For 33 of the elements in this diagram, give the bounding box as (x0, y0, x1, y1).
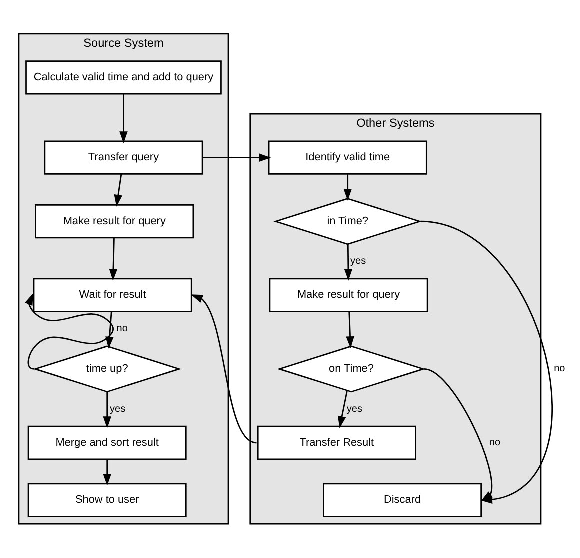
edge-label: yes (110, 404, 126, 415)
node-box: Identify valid time (268, 140, 428, 175)
arrow (191, 294, 257, 444)
node-box: Make result for query (269, 278, 428, 312)
edge-label: no (489, 438, 501, 449)
arrow (109, 238, 118, 281)
arrow (120, 94, 128, 144)
arrow (103, 392, 112, 428)
arrow (424, 368, 494, 502)
edge-label: yes (350, 256, 366, 268)
arrow (103, 460, 112, 486)
node-diamond: on Time? (277, 346, 426, 393)
node-box: Merge and sort result (28, 426, 187, 460)
arrow (338, 390, 348, 428)
arrow (344, 244, 353, 281)
edge-label: no (116, 324, 128, 335)
arrow (114, 174, 122, 207)
node-box: Make result for query (35, 204, 194, 239)
edge-label: yes (346, 404, 362, 415)
arrow (202, 154, 272, 162)
arrow (344, 174, 352, 201)
arrow (346, 312, 354, 348)
node-diamond: time up? (33, 346, 182, 393)
node-box: Wait for result (33, 278, 192, 312)
arrow (106, 312, 114, 349)
edge-label: no (554, 364, 566, 375)
node-box: Calculate valid time and add to query (26, 60, 222, 95)
node-box: Show to user (28, 483, 187, 518)
node-box: Discard (323, 483, 482, 518)
arrow (25, 294, 114, 370)
node-diamond: in Time? (274, 198, 422, 246)
node-box: Transfer Result (257, 426, 416, 460)
node-box: Transfer query (44, 140, 204, 175)
